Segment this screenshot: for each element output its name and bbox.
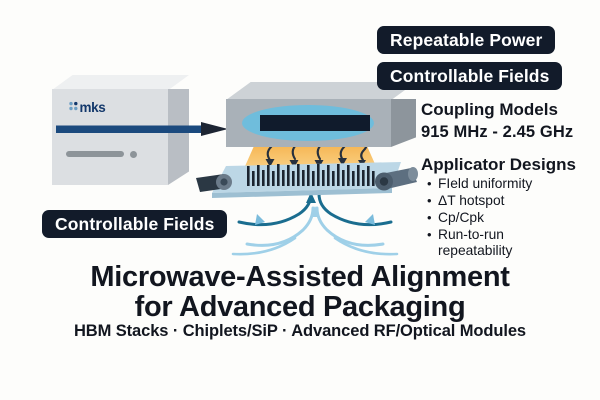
coupling-frequency-range: 915 MHz - 2.45 GHz [421,123,574,141]
list-item: FIeld uniformity [427,176,553,192]
badge-repeatable-power[interactable]: Repeatable Power [377,26,556,54]
belt-roller-right [375,167,418,191]
microwave-applicator-head [226,82,416,154]
list-item: Run-to-run repeatability [427,227,553,258]
generator-top-face [52,75,189,90]
generator-status-led [130,150,137,158]
applicator-designs-list: FIeld uniformity ΔT hotspot Cp/Cpk Run-t… [427,176,553,260]
belt-roller-left [196,174,232,192]
generator-side-face [168,89,189,185]
die-pin-array [247,164,375,186]
page-title-line1: Microwave-Assisted Alignment [90,261,510,293]
list-item: Cp/Cpk [427,210,553,226]
page-title-line2: for Advanced Packaging [134,291,466,323]
svg-text:mks: mks [80,100,106,115]
page-subtitle: HBM Stacks · Chiplets/SiP · Advanced RF/… [73,322,526,340]
applicator-top-face [226,82,416,100]
power-feed-arrow [56,122,228,136]
list-item: ΔT hotspot [427,193,553,209]
field-lines-diagram [231,192,399,256]
applicator-designs-title: Applicator Designs [421,155,576,174]
coupling-models-title: Coupling Models [421,100,558,119]
microwave-generator: mks [52,75,189,185]
badge-controllable-fields-top[interactable]: Controllable Fields [377,62,563,90]
badge-controllable-fields-bottom[interactable]: Controllable Fields [42,210,228,238]
mks-logo: mks [69,100,106,115]
generator-vent-slot [66,151,124,157]
applicator-side-face [391,99,416,147]
waveguide-aperture [260,115,370,131]
page-title: Microwave-Assisted Alignment for Advance… [0,262,600,322]
